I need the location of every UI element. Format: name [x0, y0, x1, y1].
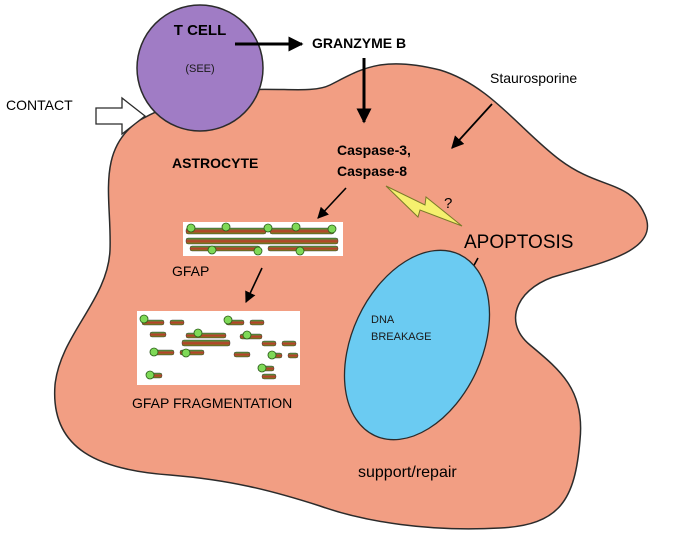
caspase-to-gfap-arrow [317, 187, 347, 219]
caspase-label-2: Caspase-8 [337, 163, 407, 179]
see-label: (SEE) [185, 63, 214, 75]
t-cell [136, 4, 264, 132]
gfap-to-fragmentation-arrow [245, 267, 263, 304]
granzyme-label: GRANZYME B [312, 35, 406, 51]
nucleus [343, 249, 491, 441]
gfap-fragmentation-label: GFAP FRAGMENTATION [132, 395, 292, 411]
t-cell-label: T CELL [174, 22, 227, 39]
gfap-filaments-intact [183, 222, 343, 256]
gfap-label: GFAP [172, 263, 209, 279]
lightning-bolt-icon [385, 185, 463, 227]
staurosporine-arrow [451, 103, 493, 149]
gfap-filaments-fragmented [137, 311, 300, 385]
astrocyte-body [54, 63, 649, 530]
question-mark: ? [444, 195, 452, 212]
contact-label: CONTACT [6, 97, 73, 113]
support-repair-label: support/repair [358, 464, 457, 481]
apoptosis-label: APOPTOSIS [464, 232, 573, 253]
caspase-label-1: Caspase-3, [337, 142, 411, 158]
staurosporine-label: Staurosporine [490, 70, 577, 86]
dna-label-2: BREAKAGE [371, 331, 432, 343]
astrocyte-label: ASTROCYTE [172, 155, 258, 171]
dna-label-1: DNA [371, 314, 395, 326]
contact-arrow [95, 96, 147, 136]
